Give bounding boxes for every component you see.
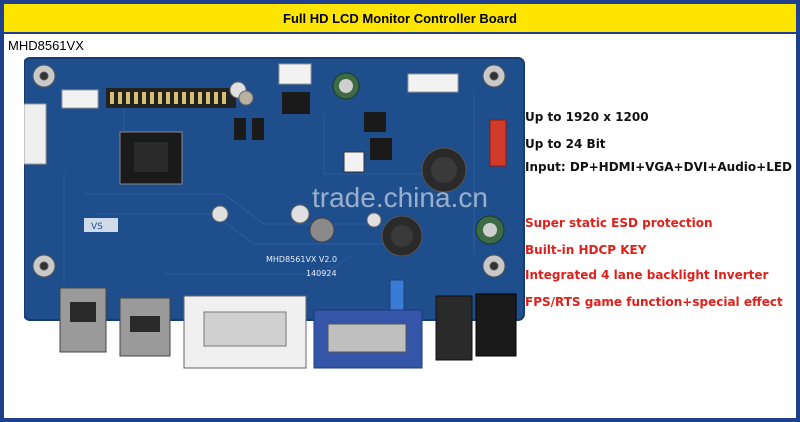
silkscreen-model: MHD8561VX V2.0 [266, 255, 337, 264]
spec-inputs: Input: DP+HDMI+VGA+DVI+Audio+LED [525, 160, 793, 174]
mounting-holes [32, 64, 506, 278]
spec-color-depth: Up to 24 Bit [525, 137, 606, 151]
silkscreen-date: 140924 [306, 269, 337, 278]
lvds-header [106, 88, 236, 108]
capacitors [211, 72, 505, 245]
red-connector [489, 119, 507, 167]
audio-jack [435, 295, 473, 361]
silkscreen-vs: VS [91, 222, 103, 232]
watermark: trade.china.cn [312, 182, 488, 213]
io-ports [59, 287, 517, 369]
feature-inverter: Integrated 4 lane backlight Inverter [525, 268, 769, 282]
main-chip [119, 131, 183, 185]
model-number: MHD8561VX [8, 38, 84, 53]
controller-board-image: VS MHD8561VX V2.0 140924 trade.china.cn [24, 54, 529, 377]
feature-esd: Super static ESD protection [525, 216, 713, 230]
pcb-illustration: VS MHD8561VX V2.0 140924 [24, 57, 525, 369]
page-title: Full HD LCD Monitor Controller Board [4, 4, 796, 34]
spec-resolution: Up to 1920 x 1200 [525, 110, 649, 124]
feature-game: FPS/RTS game function+special effect [525, 295, 783, 309]
left-connector [24, 103, 47, 165]
power-jack [475, 293, 517, 357]
feature-hdcp: Built-in HDCP KEY [525, 243, 647, 257]
